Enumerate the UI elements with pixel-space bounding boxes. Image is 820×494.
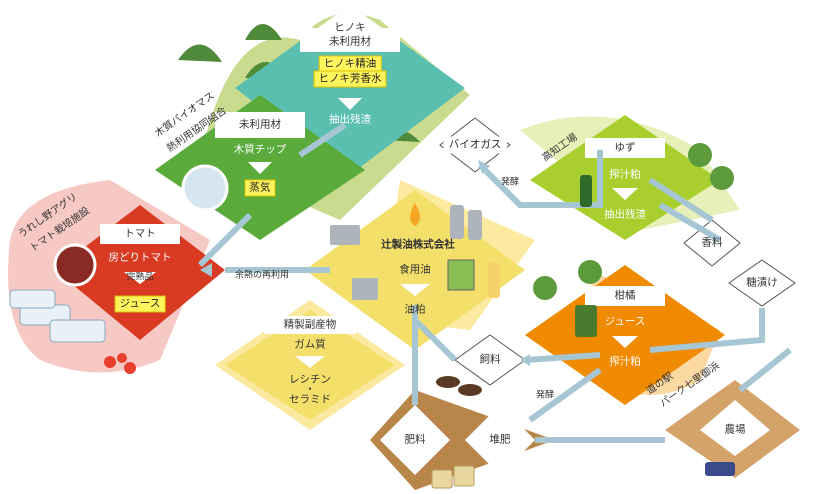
cattle-icon [436, 376, 482, 396]
farm-label: 農場 [724, 423, 746, 436]
compost-label: 堆肥 [489, 433, 511, 446]
tomato-photo-icon [53, 243, 97, 287]
citrus-title: 柑橘 [614, 289, 636, 302]
tomato-header-band [100, 224, 180, 244]
ferment-label: 発酵 [535, 390, 555, 401]
refined-down-arrow [295, 356, 325, 368]
tomatoes-icon [104, 353, 136, 374]
yuzu-residue: 抽出残渣 [604, 208, 646, 221]
yuzu-press: 搾汁粕 [609, 168, 641, 181]
wood-title: 未利用材 [239, 118, 281, 131]
tomato-down-arrow [124, 272, 156, 284]
wood-header-band [215, 112, 305, 138]
hinoki-title-2: 未利用材 [329, 35, 371, 48]
heat-reuse-label: 余熱の再利用 [234, 270, 290, 281]
oil-drop-icon [410, 203, 420, 226]
refined-title: 精製副産物 [283, 318, 337, 331]
greenhouse-icon [9, 289, 106, 343]
refined-ceramide: セラミド [289, 393, 331, 406]
oil-can-icon [447, 259, 475, 291]
compost-box [465, 405, 535, 475]
arrow-head-biogas [478, 160, 490, 174]
hinoki-header-band [300, 28, 400, 52]
orchard-trees-icon [533, 143, 734, 300]
flow-arrows [197, 122, 792, 443]
yuzu-down-arrow [612, 188, 638, 200]
hinoki-product-1: ヒノキ精油 [318, 55, 382, 73]
tomato-juice: ジュース [114, 295, 166, 313]
refined-dot: ・ [304, 383, 316, 396]
aroma-box [683, 219, 741, 267]
refined-header-band [264, 316, 356, 334]
hinoki-residue: 抽出残渣 [329, 113, 371, 126]
wood-steam: 蒸気 [244, 179, 276, 197]
citrus-bottles-icon [575, 305, 597, 337]
citrus-header-band [585, 286, 665, 306]
oil-bottle-icon [488, 262, 500, 298]
company-oil: 食用油 [399, 263, 431, 276]
tomato-ripe: 完熟品 [126, 272, 154, 283]
candied-box [728, 259, 796, 307]
citrus-press: 搾汁粕 [609, 355, 641, 368]
tomato-title: トマト [124, 227, 156, 240]
fertilizer-box [380, 405, 450, 475]
factory-photo-icon [181, 164, 229, 212]
arrow-head-heat [200, 263, 212, 277]
yuzu-diamond [530, 115, 720, 240]
biogas-ferment: 発酵 [500, 177, 520, 188]
feed-box [454, 334, 526, 386]
hinoki-header [308, 5, 392, 35]
aroma-label: 香料 [701, 236, 723, 249]
hinoki-down-arrow [338, 98, 362, 110]
hinoki-product-2: ヒノキ芳香水 [313, 70, 387, 88]
arrow-head-feed [520, 354, 530, 366]
biogas-label: バイオガス [443, 136, 507, 154]
fertilizer-label: 肥料 [404, 433, 426, 446]
refined-gum: ガム質 [294, 338, 326, 351]
wood-chip: 木質チップ [233, 143, 287, 156]
yuzu-header-band [585, 138, 665, 158]
tractor-icon [705, 462, 735, 476]
company-cake: 油粕 [404, 303, 426, 316]
citrus-down-arrow [612, 336, 638, 348]
farm-inner [700, 400, 770, 456]
oil-tanks-icon [330, 205, 482, 300]
company-down-arrow [400, 284, 430, 296]
yuzu-bottle-icon [580, 175, 592, 207]
citrus-juice: ジュース [604, 315, 646, 328]
fertilizer-bags-icon [431, 465, 475, 489]
hinoki-diamond [235, 5, 465, 175]
feed-label: 飼料 [479, 353, 501, 366]
yuzu-title: ゆず [614, 141, 636, 154]
citrus-diamond [525, 265, 725, 405]
tomato-variety: 房どりトマト [108, 251, 172, 264]
candied-label: 糖漬け [746, 276, 778, 289]
company-name: 辻製油株式会社 [381, 238, 455, 251]
wood-down-arrow [248, 162, 272, 174]
refined-lecithin: レシチン [289, 373, 331, 386]
hinoki-title-1: ヒノキ [334, 21, 366, 34]
